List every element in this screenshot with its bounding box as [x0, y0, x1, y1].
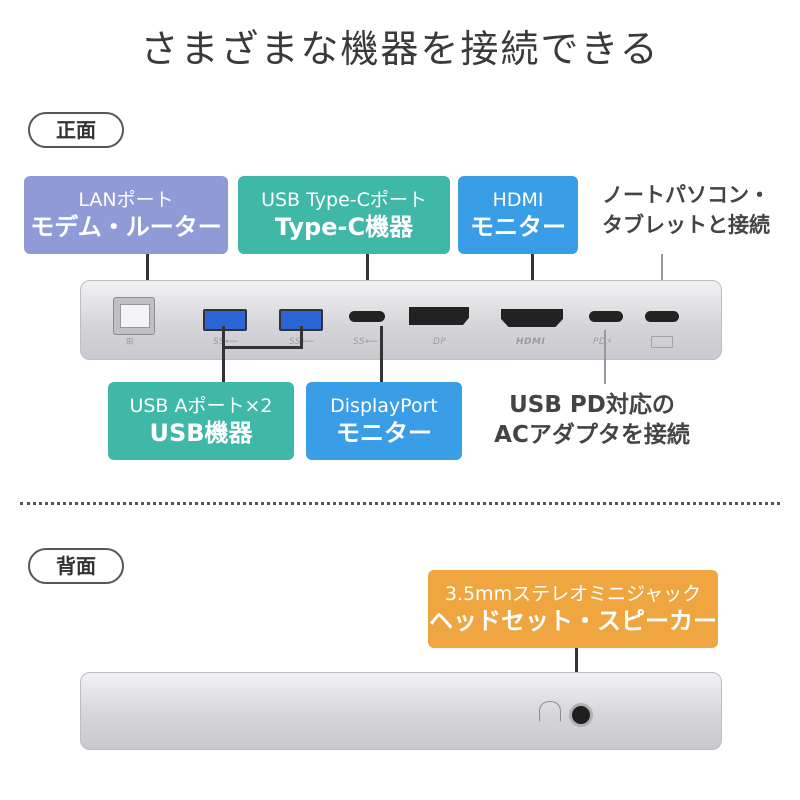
pd-callout: USB PD対応の ACアダプタを接続 [472, 390, 712, 450]
displayport-port [409, 307, 469, 325]
dp-callout-line1: DisplayPort [330, 395, 438, 417]
hdmi-port [501, 309, 563, 327]
pd-callout-line1: USB PD対応の [509, 392, 675, 418]
laptop-callout: ノートパソコン・ タブレットと接続 [586, 180, 786, 240]
ss3-label: SS⟵ [353, 337, 379, 347]
pd-callout-line2: ACアダプタを接続 [494, 422, 690, 448]
hdmi-callout-line2: モニター [470, 213, 566, 241]
headset-icon [539, 701, 561, 722]
dp-label: DP [433, 337, 447, 347]
usba-callout-line1: USB Aポート×2 [129, 395, 273, 417]
usba-callout-line2: USB機器 [149, 419, 253, 447]
audio-callout: 3.5mmステレオミニジャック ヘッドセット・スピーカー [428, 570, 718, 648]
network-icon: ⊞ [126, 337, 135, 347]
audio-jack [569, 703, 593, 727]
pd-usb-c-port [589, 311, 623, 322]
lan-callout: LANポート モデム・ルーター [24, 176, 228, 254]
lan-callout-line1: LANポート [78, 189, 174, 211]
lan-connector-line [146, 254, 149, 300]
hdmi-callout-line1: HDMI [492, 189, 544, 211]
usba-bridge-line [222, 346, 302, 349]
typec-callout-line2: Type-C機器 [274, 213, 414, 241]
page-title: さまざまな機器を接続できる [140, 27, 660, 71]
laptop-callout-line1: ノートパソコン・ [602, 183, 770, 207]
lan-callout-line2: モデム・ルーター [30, 213, 222, 241]
usba-connector-line [222, 326, 225, 382]
host-usb-c-port [645, 311, 679, 322]
ss1-label: SS⟵ [213, 337, 239, 347]
laptop-callout-line2: タブレットと接続 [602, 213, 770, 237]
usba-callout: USB Aポート×2 USB機器 [108, 382, 294, 460]
audio-callout-line2: ヘッドセット・スピーカー [429, 607, 717, 635]
hdmi-label: HDMI [516, 337, 546, 347]
dock-front: ⊞ SS⟵ SS⟵ SS⟵ DP HDMI PD⚡ [80, 280, 722, 360]
audio-callout-line1: 3.5mmステレオミニジャック [444, 583, 702, 605]
pd-connector-line [604, 330, 606, 384]
hdmi-callout: HDMI モニター [458, 176, 578, 254]
dock-back [80, 672, 722, 750]
dp-connector-line [380, 326, 383, 382]
section-divider [20, 502, 780, 505]
laptop-icon [651, 336, 673, 348]
typec-callout-line1: USB Type-Cポート [261, 189, 427, 211]
front-label: 正面 [28, 112, 124, 148]
typec-callout: USB Type-Cポート Type-C機器 [238, 176, 450, 254]
lan-port [113, 297, 155, 335]
dp-callout-line2: モニター [336, 419, 432, 447]
back-label: 背面 [28, 548, 124, 584]
usb-a-port-1 [203, 309, 247, 331]
usba-connector-line-2 [300, 326, 303, 349]
pd-label: PD⚡ [593, 337, 613, 347]
usb-c-port [349, 311, 385, 322]
dp-callout: DisplayPort モニター [306, 382, 462, 460]
